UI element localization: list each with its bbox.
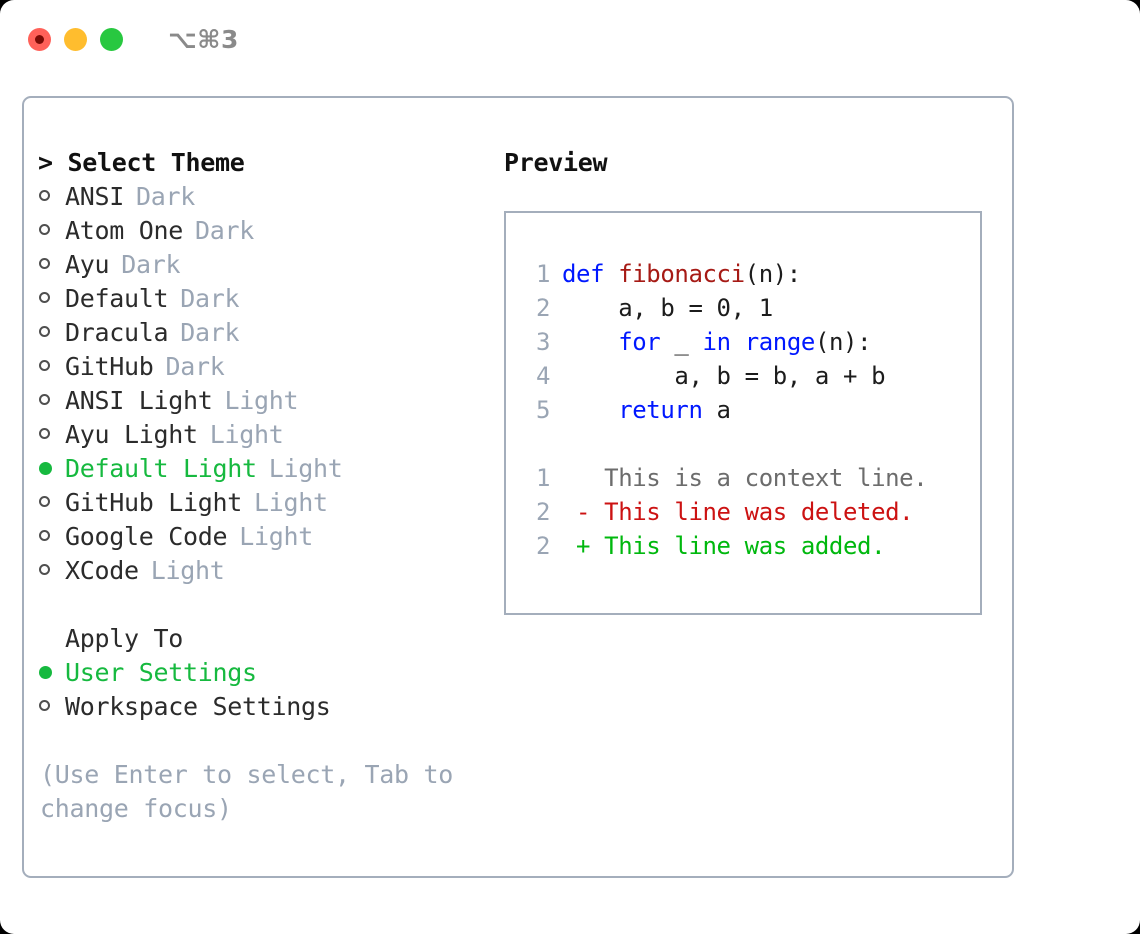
code-line-text: return a	[618, 396, 731, 424]
theme-option-label: Google Code	[65, 522, 228, 551]
theme-option-11[interactable]: XCode Light	[38, 554, 488, 588]
keyboard-hint: (Use Enter to select, Tab to change focu…	[40, 760, 454, 823]
theme-option-label: Ayu Light	[65, 420, 198, 449]
diff-line-text: This is a context line.	[562, 464, 928, 492]
theme-option-tag: Light	[239, 522, 314, 551]
minimize-button-icon[interactable]	[64, 27, 87, 51]
code-line-number: 3	[535, 328, 550, 356]
diff-line-2: 2 + This line was added.	[520, 529, 980, 563]
code-line-0: 1 def fibonacci(n):	[520, 257, 980, 291]
apply-option-0[interactable]: User Settings	[38, 656, 488, 690]
diff-line-text: - This line was deleted.	[562, 498, 914, 526]
theme-option-3[interactable]: Default Dark	[38, 282, 488, 316]
theme-option-tag: Dark	[180, 318, 240, 347]
code-line-number: 5	[535, 396, 550, 424]
diff-sample: 1 This is a context line.2 - This line w…	[520, 461, 980, 563]
close-button-icon[interactable]	[28, 27, 51, 51]
diff-line-text: + This line was added.	[562, 532, 886, 560]
theme-option-label: GitHub Light	[65, 488, 243, 517]
traffic-lights	[28, 27, 123, 51]
theme-option-tag: Light	[224, 386, 299, 415]
theme-option-9[interactable]: GitHub Light Light	[38, 486, 488, 520]
theme-option-label: Dracula	[65, 318, 169, 347]
apply-option-1[interactable]: Workspace Settings	[38, 690, 488, 724]
code-line-2: 3 for _ in range(n):	[520, 325, 980, 359]
diff-line-number: 2	[535, 498, 550, 526]
theme-option-10[interactable]: Google Code Light	[38, 520, 488, 554]
theme-option-8[interactable]: Default Light Light	[38, 452, 488, 486]
theme-option-1[interactable]: Atom One Dark	[38, 214, 488, 248]
theme-option-label: GitHub	[65, 352, 154, 381]
theme-option-tag: Dark	[180, 284, 240, 313]
theme-option-label: Atom One	[65, 216, 184, 245]
code-line-text: a, b = 0, 1	[562, 294, 773, 322]
theme-option-tag: Light	[150, 556, 225, 585]
code-line-text: a, b = b, a + b	[562, 362, 886, 390]
zoom-button-icon[interactable]	[100, 27, 123, 51]
code-line-number: 4	[535, 362, 550, 390]
theme-option-tag: Dark	[121, 250, 181, 279]
diff-line-number: 1	[535, 464, 550, 492]
theme-option-2[interactable]: Ayu Dark	[38, 248, 488, 282]
diff-line-number: 2	[535, 532, 550, 560]
theme-option-label: Default	[65, 284, 169, 313]
code-line-number: 1	[535, 260, 550, 288]
theme-option-label: XCode	[65, 556, 139, 585]
preview-header: Preview	[504, 148, 608, 177]
apply-to-header: Apply To	[65, 624, 184, 653]
theme-option-label: Default Light	[65, 454, 257, 483]
theme-option-label: Ayu	[65, 250, 110, 279]
select-theme-header: > Select Theme	[38, 148, 245, 177]
theme-option-tag: Light	[209, 420, 284, 449]
theme-option-label: ANSI Light	[65, 386, 213, 415]
theme-option-5[interactable]: GitHub Dark	[38, 350, 488, 384]
diff-line-0: 1 This is a context line.	[520, 461, 980, 495]
title-bar: ⌥⌘3	[0, 0, 1140, 78]
theme-option-tag: Dark	[165, 352, 225, 381]
code-line-text: def fibonacci(n):	[562, 260, 801, 288]
theme-option-0[interactable]: ANSI Dark	[38, 180, 488, 214]
theme-option-label: ANSI	[65, 182, 125, 211]
theme-option-6[interactable]: ANSI Light Light	[38, 384, 488, 418]
code-line-4: 5 return a	[520, 393, 980, 427]
theme-option-tag: Light	[268, 454, 343, 483]
theme-option-tag: Dark	[136, 182, 196, 211]
apply-option-label: Workspace Settings	[65, 692, 331, 721]
code-line-3: 4 a, b = b, a + b	[520, 359, 980, 393]
code-line-number: 2	[535, 294, 550, 322]
keyboard-shortcut-label: ⌥⌘3	[168, 24, 239, 54]
theme-option-7[interactable]: Ayu Light Light	[38, 418, 488, 452]
theme-option-tag: Light	[254, 488, 328, 517]
apply-option-label: User Settings	[65, 658, 257, 687]
theme-option-4[interactable]: Dracula Dark	[38, 316, 488, 350]
diff-line-1: 2 - This line was deleted.	[520, 495, 980, 529]
theme-option-tag: Dark	[195, 216, 255, 245]
code-line-1: 2 a, b = 0, 1	[520, 291, 980, 325]
code-line-text: for _ in range(n):	[618, 328, 872, 356]
